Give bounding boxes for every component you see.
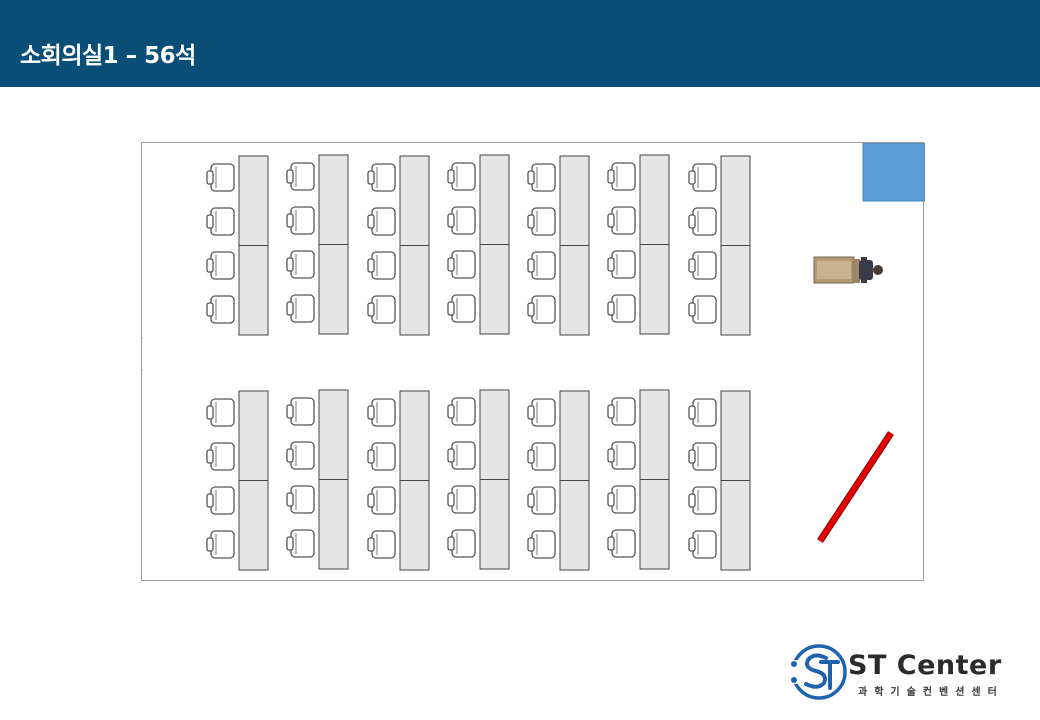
corner-box — [862, 143, 925, 202]
chair-icon — [206, 442, 235, 471]
chair-icon — [367, 163, 396, 192]
chair-icon — [367, 207, 396, 236]
room-floorplan — [141, 142, 925, 581]
chair-icon — [206, 530, 235, 559]
chair-icon — [527, 251, 556, 280]
chair-icon — [286, 441, 315, 470]
chair-icon — [286, 529, 315, 558]
chair-icon — [447, 485, 476, 514]
chair-icon — [367, 486, 396, 515]
chair-icon — [527, 207, 556, 236]
chair-icon — [206, 398, 235, 427]
chair-icon — [206, 295, 235, 324]
chair-icon — [607, 162, 636, 191]
chair-icon — [286, 485, 315, 514]
logo-main-text: ST Center — [848, 650, 1002, 681]
chair-icon — [607, 529, 636, 558]
chair-icon — [688, 442, 717, 471]
chair-icon — [527, 486, 556, 515]
chair-icon — [688, 207, 717, 236]
chair-icon — [688, 486, 717, 515]
chair-icon — [447, 294, 476, 323]
chair-icon — [447, 529, 476, 558]
chair-icon — [367, 398, 396, 427]
chair-icon — [286, 397, 315, 426]
chair-icon — [447, 441, 476, 470]
podium-with-speaker-icon — [813, 256, 883, 284]
chair-icon — [688, 398, 717, 427]
page-title: 소회의실1 – 56석 — [20, 43, 196, 69]
chair-icon — [206, 207, 235, 236]
chair-icon — [688, 163, 717, 192]
chair-icon — [286, 162, 315, 191]
chair-icon — [447, 206, 476, 235]
logo: ST Center 과학기술컨벤션센터 — [788, 640, 1028, 704]
chair-icon — [447, 250, 476, 279]
chair-icon — [367, 251, 396, 280]
chair-icon — [527, 398, 556, 427]
screen-icon — [817, 431, 894, 543]
chair-icon — [447, 397, 476, 426]
logo-sub-text: 과학기술컨벤션센터 — [858, 687, 1004, 698]
chair-icon — [206, 251, 235, 280]
chair-icon — [607, 206, 636, 235]
chair-icon — [607, 294, 636, 323]
page-header: 소회의실1 – 56석 — [0, 0, 1040, 87]
st-logo-icon — [789, 644, 847, 700]
floorplan-drawing — [142, 143, 925, 571]
chair-icon — [286, 294, 315, 323]
chair-icon — [607, 397, 636, 426]
chair-icon — [688, 251, 717, 280]
chair-icon — [286, 250, 315, 279]
chair-icon — [367, 442, 396, 471]
chair-icon — [607, 485, 636, 514]
chair-icon — [527, 295, 556, 324]
table-layer — [206, 154, 751, 571]
chair-icon — [367, 295, 396, 324]
chair-icon — [367, 530, 396, 559]
chair-icon — [607, 441, 636, 470]
chair-icon — [206, 163, 235, 192]
chair-icon — [527, 442, 556, 471]
chair-icon — [527, 163, 556, 192]
chair-icon — [206, 486, 235, 515]
chair-icon — [447, 162, 476, 191]
chair-icon — [527, 530, 556, 559]
chair-icon — [688, 295, 717, 324]
chair-icon — [286, 206, 315, 235]
chair-icon — [688, 530, 717, 559]
chair-icon — [607, 250, 636, 279]
